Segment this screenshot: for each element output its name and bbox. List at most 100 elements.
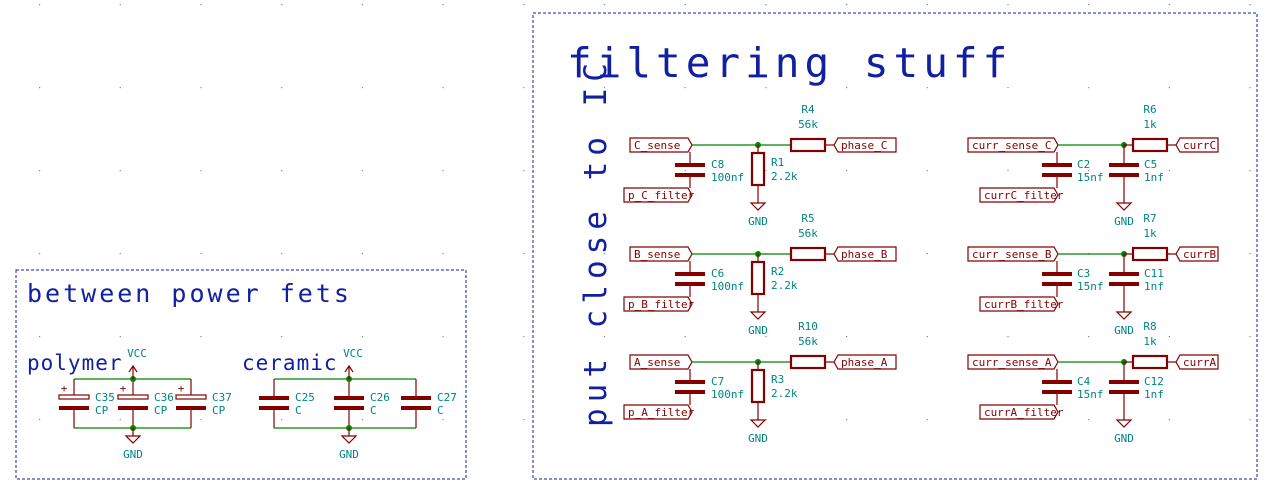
grid-dot <box>1249 419 1251 421</box>
grid-dot <box>1007 87 1009 89</box>
gnd-label: GND <box>748 215 768 228</box>
grid-dot <box>442 253 444 255</box>
grid-dot <box>39 419 41 421</box>
grid-dot <box>442 419 444 421</box>
grid-dots <box>39 4 1251 421</box>
capacitor-value: 100nf <box>711 280 744 293</box>
grid-dot <box>523 253 525 255</box>
current-global-label-text: currC <box>1183 139 1216 152</box>
grid-dot <box>603 253 606 255</box>
capacitor-ref: C35 <box>95 391 115 404</box>
ground-icon <box>749 311 767 320</box>
grid-dot <box>39 87 41 89</box>
capacitor-value: 100nf <box>711 171 744 184</box>
grid-dot <box>442 170 444 172</box>
grid-dot <box>846 170 848 172</box>
sense-global-label-text: A_sense <box>634 356 680 369</box>
resistor-body <box>1131 354 1169 370</box>
grid-dot <box>119 4 121 6</box>
grid-dot <box>281 4 283 6</box>
capacitor-value: 100nf <box>711 388 744 401</box>
grid-dot <box>119 253 121 255</box>
grid-dot <box>361 419 363 421</box>
grid-dot <box>1088 87 1090 89</box>
capacitor-ref: C6 <box>711 267 724 280</box>
ground-icon <box>749 419 767 428</box>
gnd-label: GND <box>748 432 768 445</box>
grid-dot <box>765 87 767 89</box>
grid-dot <box>1168 87 1170 89</box>
grid-dot <box>926 170 928 172</box>
ground-icon <box>1115 311 1133 320</box>
resistor-ref: R3 <box>771 373 784 386</box>
ground-icon <box>124 435 142 444</box>
grid-dot <box>442 4 444 6</box>
grid-dot <box>1249 4 1251 6</box>
grid-dot <box>281 87 283 89</box>
filter-global-label-text: p_C_filter <box>628 189 695 202</box>
resistor-value: 56k <box>798 118 818 131</box>
ground-icon <box>340 435 358 444</box>
resistor-body <box>750 260 766 296</box>
resistor-body <box>789 246 827 262</box>
polarity-plus-icon: + <box>178 382 185 395</box>
current-global-label-text: currB <box>1183 248 1216 261</box>
grid-dot <box>926 253 928 255</box>
grid-dot <box>603 336 606 338</box>
grid-dot <box>1088 170 1090 172</box>
polarity-plus-icon: + <box>120 382 127 395</box>
capacitor-ref: C27 <box>437 391 457 404</box>
gnd-label: GND <box>748 324 768 337</box>
grid-dot <box>39 336 41 338</box>
grid-dot <box>281 170 283 172</box>
phase-global-label-text: phase_A <box>841 356 888 369</box>
grid-dot <box>200 419 202 421</box>
grid-dot <box>603 170 606 172</box>
grid-dot <box>39 4 41 6</box>
grid-dot <box>926 336 928 338</box>
resistor-body <box>750 151 766 187</box>
grid-dot <box>765 170 767 172</box>
filter-global-label-text: currC_filter <box>984 189 1064 202</box>
filtering-title: filtering stuff <box>567 39 1012 87</box>
current-global-label <box>1175 246 1219 262</box>
filter-global-label-text: currA_filter <box>984 406 1064 419</box>
grid-dot <box>926 419 928 421</box>
current-global-label-text: currA <box>1183 356 1216 369</box>
resistor-ref: R10 <box>798 320 818 333</box>
filter-global-label <box>623 296 693 312</box>
grid-dot <box>603 4 606 6</box>
resistor-ref: R1 <box>771 156 784 169</box>
filter-global-label-text: p_A_filter <box>628 406 695 419</box>
capacitor-value: C <box>370 404 377 417</box>
capacitor-plate-positive <box>117 394 149 400</box>
power-fets-frame <box>15 269 467 480</box>
sense-global-label-text: curr_sense_C <box>972 139 1051 152</box>
grid-dot <box>1249 170 1251 172</box>
grid-dot <box>442 336 444 338</box>
resistor-body <box>750 368 766 404</box>
grid-dot <box>765 336 767 338</box>
grid-dot <box>523 419 525 421</box>
grid-dot <box>603 419 606 421</box>
grid-dot <box>1007 170 1009 172</box>
grid-dot <box>119 336 121 338</box>
capacitor-value: 1nf <box>1144 388 1164 401</box>
grid-dot <box>200 4 202 6</box>
grid-dot <box>1249 336 1251 338</box>
gnd-label: GND <box>339 448 359 461</box>
sense-global-label <box>629 354 693 370</box>
grid-dot <box>1249 87 1251 89</box>
capacitor-plate-positive <box>175 394 207 400</box>
phase-global-label <box>833 137 897 153</box>
capacitor-value: 15nf <box>1077 280 1104 293</box>
sense-global-label-text: C_sense <box>634 139 680 152</box>
grid-dot <box>1088 336 1090 338</box>
grid-dot <box>281 253 283 255</box>
resistor-body <box>789 137 827 153</box>
grid-dot <box>684 170 686 172</box>
capacitor-ref: C5 <box>1144 158 1157 171</box>
ground-icon <box>1115 419 1133 428</box>
resistor-value: 1k <box>1143 118 1157 131</box>
resistor-value: 2.2k <box>771 279 798 292</box>
